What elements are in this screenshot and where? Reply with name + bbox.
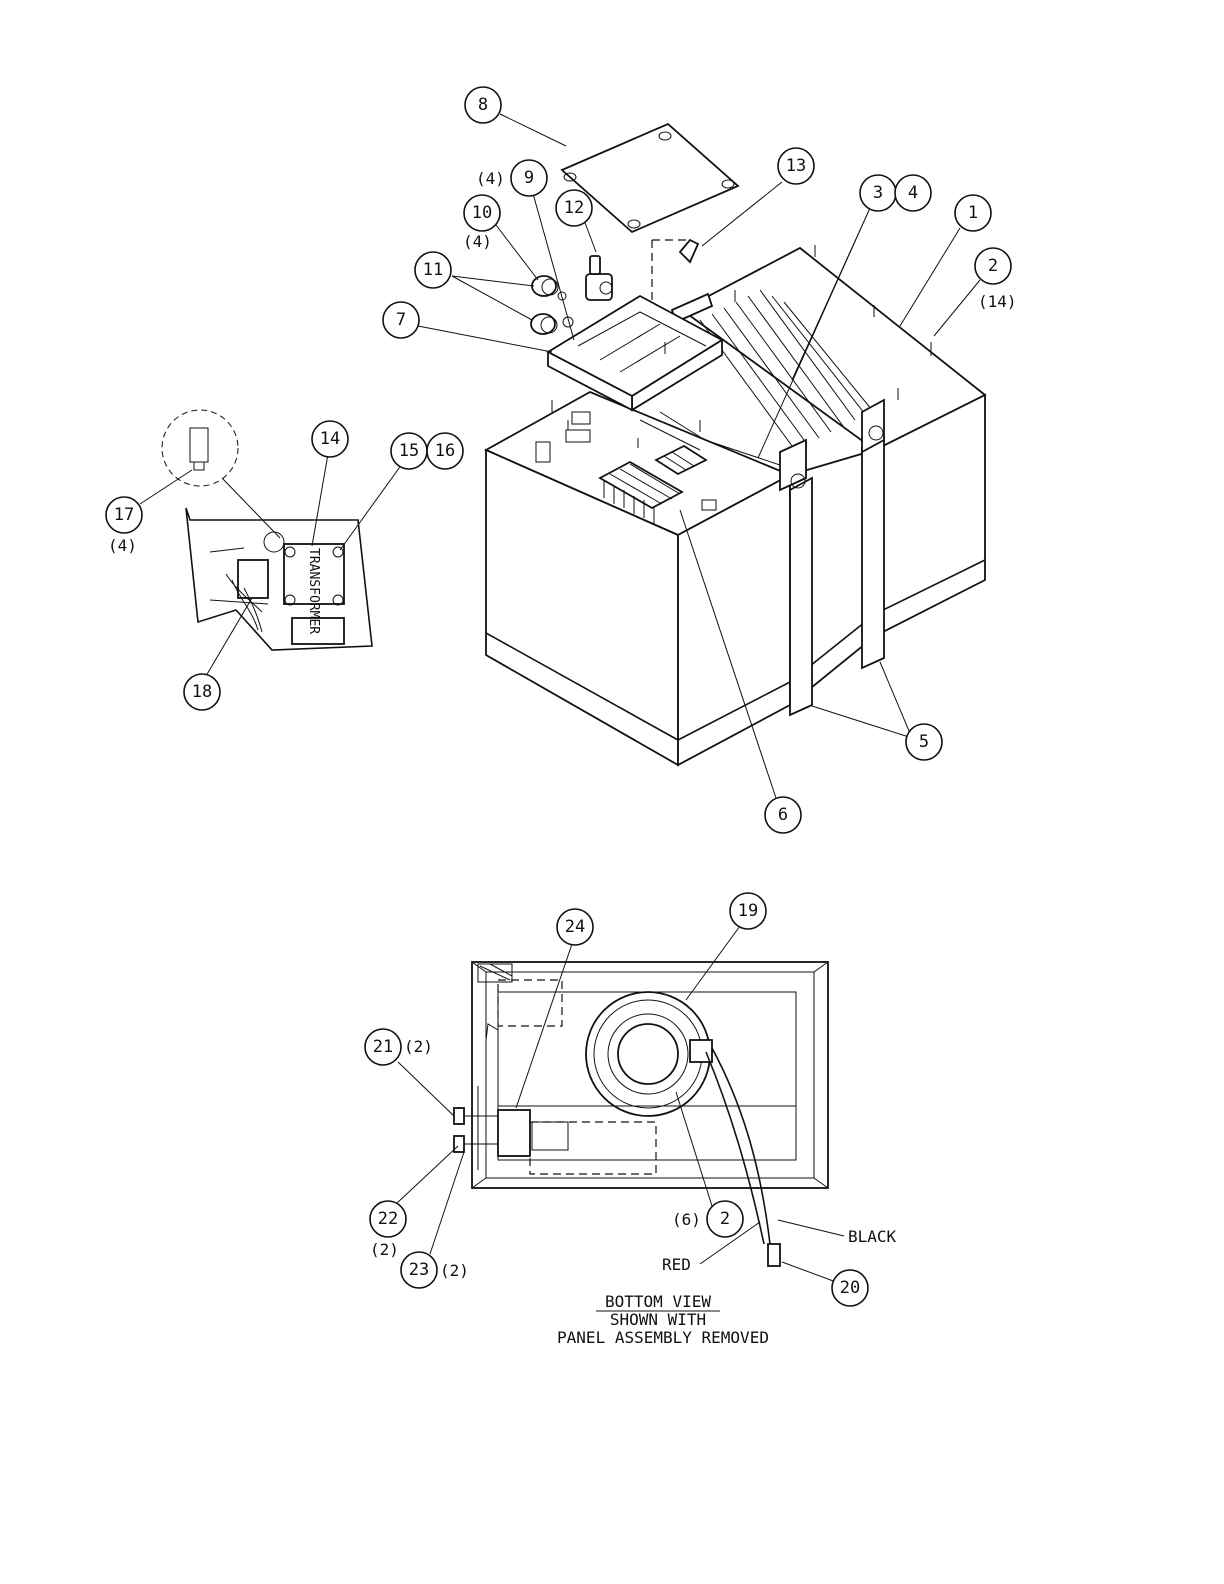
qty-21: (2)	[404, 1037, 433, 1056]
callout-13: 13	[778, 148, 814, 184]
callout-4: 4	[895, 175, 931, 211]
callout-5: 5	[906, 724, 942, 760]
callout-11: 11	[415, 252, 451, 288]
callout-20: 20	[832, 1270, 868, 1306]
callout-22: 22	[370, 1201, 406, 1237]
svg-text:16: 16	[435, 441, 455, 461]
svg-text:19: 19	[738, 901, 758, 921]
caption: BOTTOM VIEW SHOWN WITH PANEL ASSEMBLY RE…	[557, 1292, 769, 1347]
callout-15: 15	[391, 433, 427, 469]
qty-2: (14)	[978, 292, 1017, 311]
svg-text:5: 5	[919, 732, 929, 752]
qty-22: (2)	[370, 1240, 399, 1259]
callout-16: 16	[427, 433, 463, 469]
qty-10: (4)	[463, 232, 492, 251]
callout-18: 18	[184, 674, 220, 710]
callout-2: 2	[975, 248, 1011, 284]
callout-17: 17	[106, 497, 142, 533]
bottom-view	[454, 962, 828, 1266]
svg-text:21: 21	[373, 1037, 393, 1057]
callout-21: 21	[365, 1029, 401, 1065]
svg-text:11: 11	[423, 260, 443, 280]
callout-8: 8	[465, 87, 501, 123]
callout-19: 19	[730, 893, 766, 929]
svg-text:9: 9	[524, 168, 534, 188]
callout-24: 24	[557, 909, 593, 945]
qty-23: (2)	[440, 1261, 469, 1280]
callout-10: 10	[464, 195, 500, 231]
qty-9: (4)	[476, 169, 505, 188]
svg-text:3: 3	[873, 183, 883, 203]
callout-1: 1	[955, 195, 991, 231]
callout-3: 3	[860, 175, 896, 211]
bushings	[531, 276, 573, 334]
svg-text:1: 1	[968, 203, 978, 223]
svg-text:17: 17	[114, 505, 134, 525]
transformer-label: TRANSFORMER	[306, 548, 321, 634]
caption-line-3: PANEL ASSEMBLY REMOVED	[557, 1328, 769, 1347]
svg-text:13: 13	[786, 156, 806, 176]
svg-text:8: 8	[478, 95, 488, 115]
svg-text:10: 10	[472, 203, 492, 223]
callout-14: 14	[312, 421, 348, 457]
svg-text:20: 20	[840, 1278, 860, 1298]
svg-text:7: 7	[396, 310, 406, 330]
caption-line-1: BOTTOM VIEW	[605, 1292, 711, 1311]
svg-text:24: 24	[565, 917, 585, 937]
svg-text:12: 12	[564, 198, 584, 218]
svg-text:22: 22	[378, 1209, 398, 1229]
callout-7: 7	[383, 302, 419, 338]
callout-9: 9	[511, 160, 547, 196]
callout-12: 12	[556, 190, 592, 226]
speaker	[586, 992, 712, 1116]
caption-line-2: SHOWN WITH	[610, 1310, 706, 1329]
svg-text:6: 6	[778, 805, 788, 825]
wire-connector	[768, 1244, 780, 1266]
svg-text:4: 4	[908, 183, 918, 203]
wire-label-black: BLACK	[848, 1227, 897, 1246]
callout-2-bottom: 2	[707, 1201, 743, 1237]
qty-17: (4)	[108, 536, 137, 555]
qty-2-bottom: (6)	[672, 1210, 701, 1229]
wire-label-red: RED	[662, 1255, 691, 1274]
callout-6: 6	[765, 797, 801, 833]
callout-23: 23	[401, 1252, 437, 1288]
svg-text:2: 2	[988, 256, 998, 276]
svg-text:15: 15	[399, 441, 419, 461]
svg-text:18: 18	[192, 682, 212, 702]
svg-text:14: 14	[320, 429, 340, 449]
fuse-holder	[586, 256, 612, 300]
svg-text:2: 2	[720, 1209, 730, 1229]
svg-text:23: 23	[409, 1260, 429, 1280]
